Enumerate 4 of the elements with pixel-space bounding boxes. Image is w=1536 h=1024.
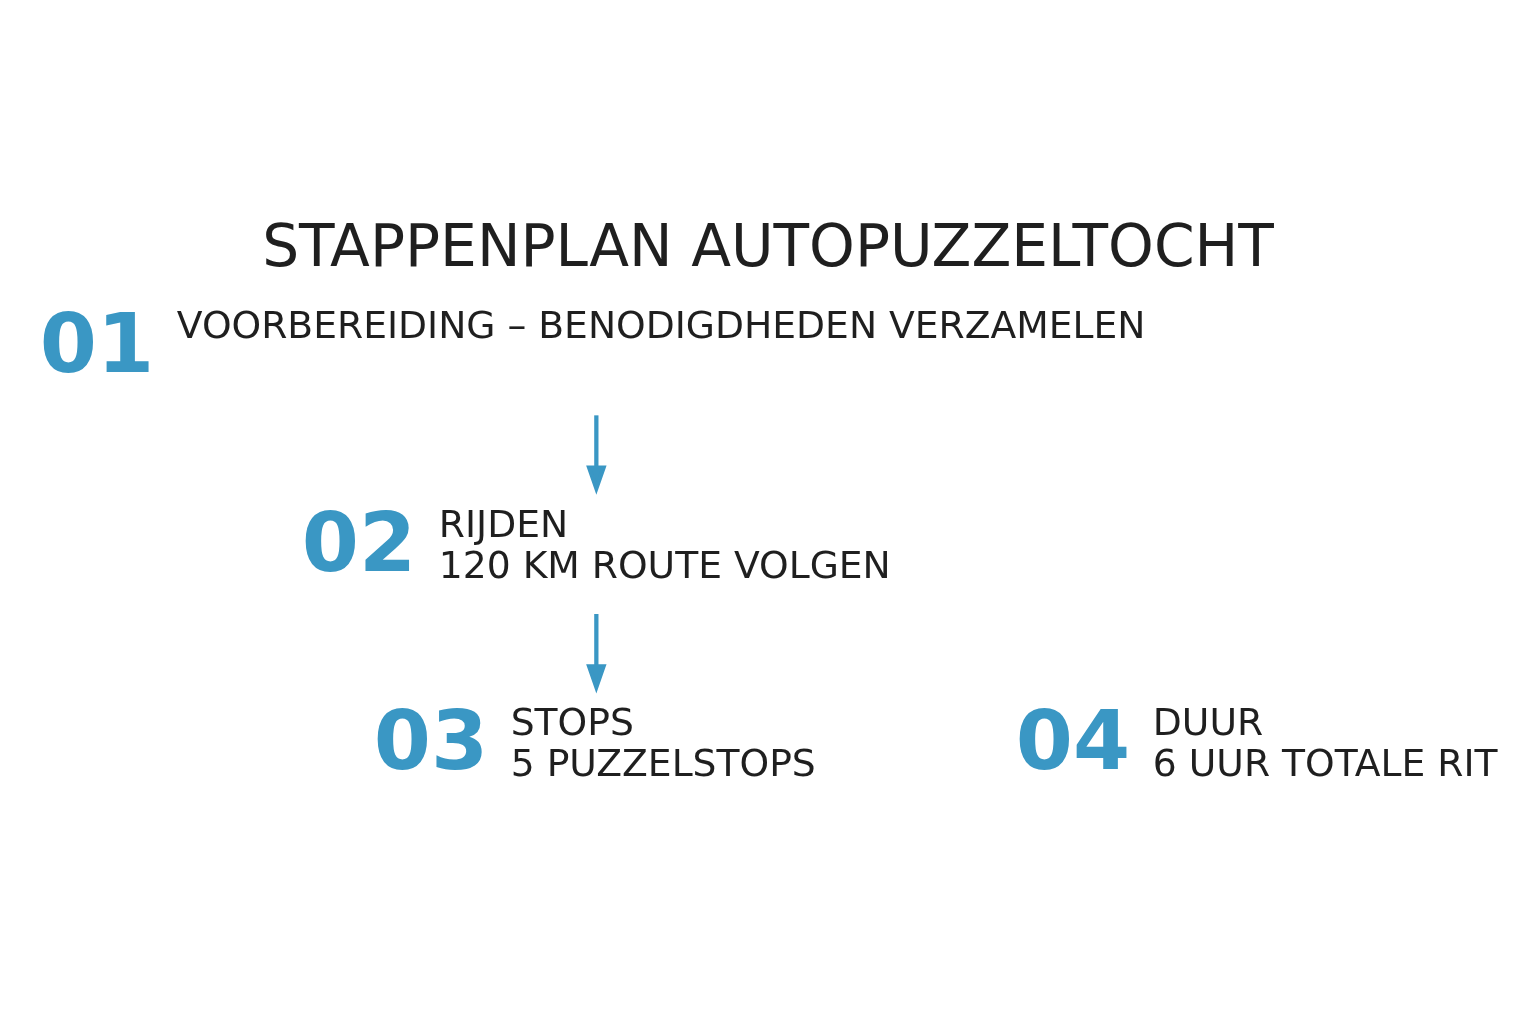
- arrow: [586, 613, 607, 693]
- node-text: 01 VOORBEREIDING – BENODIGDHEDEN VERZAMELEN: [39, 295, 1146, 391]
- diagram-title: STAPPENPLAN AUTOPUZZELTOCHT: [262, 211, 1274, 280]
- arrow: [586, 414, 607, 495]
